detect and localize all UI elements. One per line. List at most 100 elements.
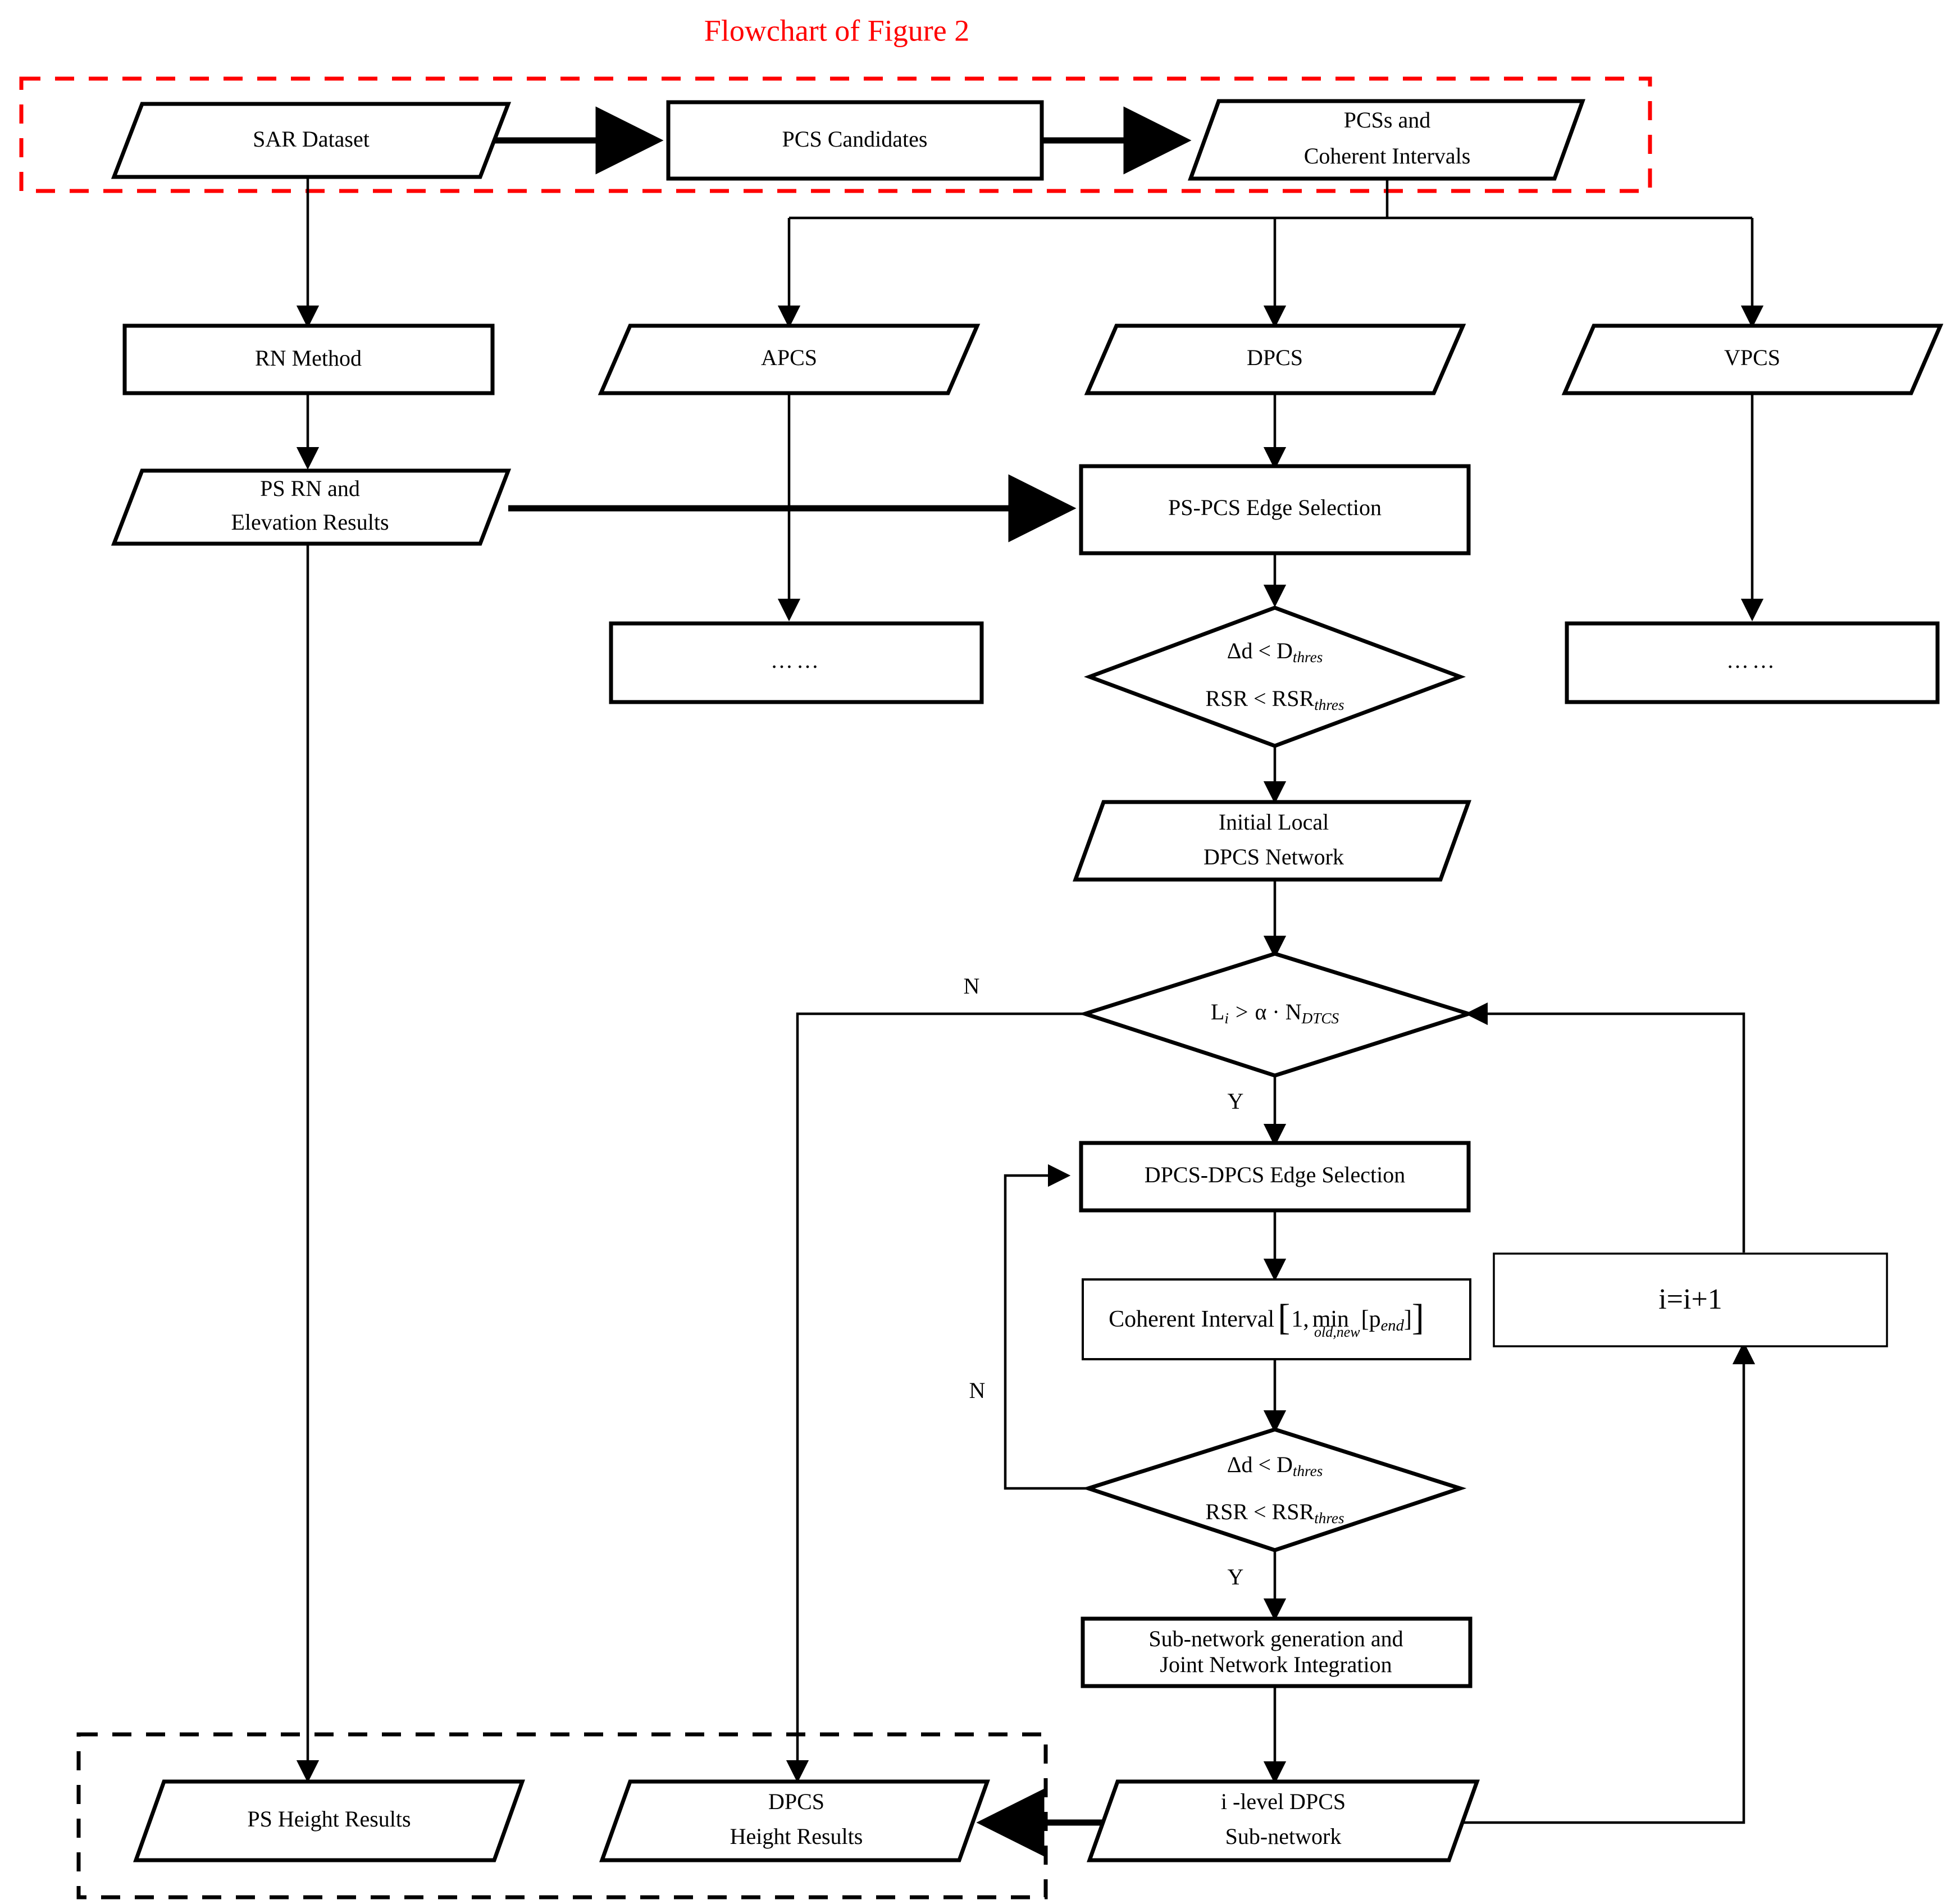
decision2-sub1: thres (1293, 1463, 1323, 1479)
decision-li-L: L (1211, 999, 1224, 1024)
node-i-level-dpcs-subnetwork[interactable]: i -level DPCS Sub-network (1087, 1779, 1480, 1862)
decision2-rsr-thres: RSR (1272, 1499, 1315, 1524)
decision1-rsr-thres: RSR (1272, 686, 1315, 711)
node-decision2-line2: RSR<RSRthres (1205, 1499, 1344, 1527)
edge-i-level-to-increment (1429, 1341, 1756, 1824)
decision1-sub2: thres (1314, 696, 1344, 713)
decision1-op2: < (1253, 686, 1266, 711)
coherent-interval-bracket-open: [ (1278, 1297, 1290, 1338)
node-coherent-interval-expr: Coherent Interval[1,minold,new[pend]] (1109, 1297, 1424, 1340)
node-pcs-candidates-label: PCS Candidates (782, 126, 928, 152)
node-apcs-label: APCS (761, 345, 817, 370)
node-ps-rn-line2: Elevation Results (231, 509, 389, 535)
decision1-delta-d: Δd (1227, 638, 1253, 663)
i-increment-a: i (1658, 1283, 1666, 1315)
node-rn-method-label: RN Method (255, 345, 362, 371)
node-ps-rn-elevation[interactable]: PS RN and Elevation Results (111, 468, 512, 546)
node-subnetwork-generation[interactable]: Sub-network generation and Joint Network… (1081, 1616, 1473, 1688)
coherent-interval-inner-close: ] (1404, 1306, 1412, 1332)
node-initial-network-line1: Initial Local (1219, 809, 1329, 835)
node-ps-pcs-edge-selection[interactable]: PS-PCS Edge Selection (1079, 464, 1471, 555)
coherent-interval-one: 1, (1291, 1306, 1309, 1332)
node-apcs-ellipsis[interactable]: …… (609, 621, 984, 704)
coherent-interval-text: Coherent Interval (1109, 1306, 1274, 1332)
node-pcs-candidates[interactable]: PCS Candidates (666, 100, 1044, 181)
decision1-rsr: RSR (1205, 686, 1248, 711)
node-vpcs[interactable]: VPCS (1561, 324, 1944, 395)
coherent-interval-inner-open: [ (1361, 1306, 1369, 1332)
node-initial-network-line2: DPCS Network (1204, 844, 1344, 869)
node-pcss-line1: PCSs and (1344, 107, 1431, 133)
branch-label-li-no: N (964, 973, 980, 999)
node-decision-threshold-2[interactable]: Δd<Dthres RSR<RSRthres (1082, 1427, 1467, 1552)
node-initial-local-dpcs-network[interactable]: Initial Local DPCS Network (1073, 800, 1471, 882)
i-increment-b: i (1683, 1283, 1691, 1315)
coherent-interval-p-sub: end (1381, 1317, 1405, 1334)
decision1-op1: < (1258, 638, 1271, 663)
node-apcs-ellipsis-label: …… (771, 648, 822, 673)
decision2-op1: < (1258, 1452, 1271, 1477)
page-title: Flowchart of Figure 2 (704, 13, 969, 47)
i-level-i: i (1221, 1789, 1227, 1814)
coherent-interval-bracket-close: ] (1412, 1297, 1424, 1338)
node-sar-dataset[interactable]: SAR Dataset (111, 102, 512, 179)
node-decision-li[interactable]: Li > α· NDTCS (1078, 951, 1475, 1078)
node-apcs[interactable]: APCS (598, 324, 981, 395)
decision-li-op: > (1236, 999, 1248, 1024)
i-level-rest: -level DPCS (1227, 1789, 1346, 1814)
node-coherent-interval[interactable]: Coherent Interval[1,minold,new[pend]] (1082, 1278, 1471, 1360)
node-vpcs-ellipsis[interactable]: …… (1565, 621, 1940, 704)
branch-label-thres2-yes: Y (1228, 1564, 1244, 1589)
node-sar-dataset-label: SAR Dataset (253, 126, 370, 152)
black-dashed-group (76, 1732, 1048, 1900)
decision-li-dot: · (1272, 999, 1279, 1024)
red-dashed-group (19, 76, 1652, 193)
coherent-interval-p: p (1369, 1306, 1381, 1332)
node-dpcs-height-results[interactable]: DPCS Height Results (599, 1779, 990, 1862)
node-dpcs-height-line1: DPCS (768, 1789, 824, 1814)
coherent-interval-min: min (1312, 1306, 1349, 1332)
decision2-delta-d: Δd (1227, 1452, 1253, 1477)
decision1-D: D (1277, 638, 1293, 663)
decision2-rsr: RSR (1205, 1499, 1248, 1524)
node-decision-li-expr: Li > α· NDTCS (1211, 999, 1339, 1027)
node-dpcs-label: DPCS (1247, 345, 1303, 370)
decision2-sub2: thres (1314, 1510, 1344, 1527)
node-vpcs-label: VPCS (1724, 345, 1780, 370)
edge-decision-li-no (786, 1012, 1087, 1783)
node-decision1-line2: RSR<RSRthres (1205, 686, 1344, 713)
decision2-op2: < (1253, 1499, 1266, 1524)
node-ps-pcs-edge-label: PS-PCS Edge Selection (1168, 495, 1382, 520)
node-decision-threshold-1[interactable]: Δd<Dthres RSR<RSRthres (1083, 605, 1466, 748)
i-increment-eq: = (1667, 1283, 1683, 1315)
node-decision1-line1: Δd<Dthres (1227, 638, 1323, 666)
decision-li-alpha: α (1255, 999, 1266, 1024)
node-i-level-line2: Sub-network (1225, 1824, 1342, 1849)
node-pcss-coherent-intervals[interactable]: PCSs and Coherent Intervals (1188, 99, 1585, 181)
node-ps-height-results[interactable]: PS Height Results (133, 1779, 525, 1862)
node-pcss-line2: Coherent Intervals (1304, 143, 1471, 168)
decision-li-N: N (1286, 999, 1302, 1024)
decision2-D: D (1277, 1452, 1293, 1477)
branch-label-li-yes: Y (1228, 1088, 1244, 1114)
node-dpcs-height-line2: Height Results (730, 1824, 863, 1849)
node-dpcs-dpcs-edge-selection[interactable]: DPCS-DPCS Edge Selection (1079, 1141, 1471, 1213)
node-decision2-line1: Δd<Dthres (1227, 1452, 1323, 1479)
node-i-level-line1: i -level DPCS (1221, 1789, 1346, 1814)
edge-increment-to-decision-li (1465, 1002, 1745, 1252)
node-ps-rn-line1: PS RN and (260, 476, 360, 501)
decision-li-N-sub: DTCS (1301, 1010, 1339, 1027)
node-subnet-gen-line1: Sub-network generation and (1148, 1626, 1403, 1651)
node-rn-method[interactable]: RN Method (122, 324, 495, 395)
i-increment-plus: +1 (1691, 1283, 1722, 1315)
node-i-increment-expr: i=i+1 (1658, 1283, 1722, 1315)
branch-label-thres2-no: N (969, 1378, 986, 1403)
node-vpcs-ellipsis-label: …… (1726, 648, 1778, 673)
decision-li-L-sub: i (1224, 1010, 1229, 1027)
node-i-increment[interactable]: i=i+1 (1493, 1252, 1888, 1347)
node-dpcs[interactable]: DPCS (1084, 324, 1466, 395)
coherent-interval-min-sub: old,new (1314, 1324, 1360, 1340)
node-ps-height-label: PS Height Results (247, 1806, 411, 1832)
